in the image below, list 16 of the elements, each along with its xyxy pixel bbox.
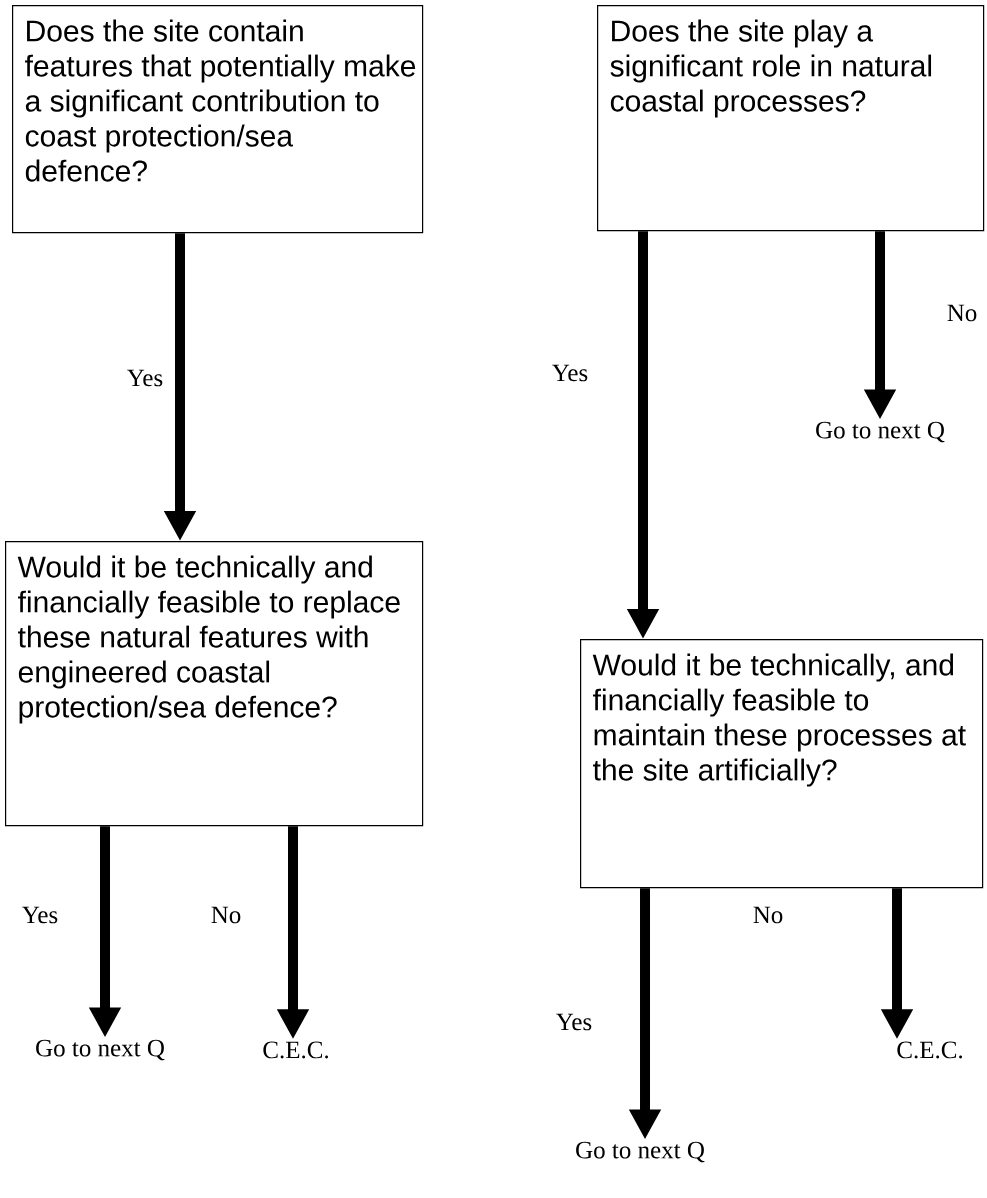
question-box: Does the site play a significant role in natural coastal processes?	[597, 5, 985, 232]
outcome-text: Go to next Q	[36, 1039, 165, 1061]
edge-label: Yes	[552, 364, 588, 382]
edge-label: No	[947, 304, 977, 322]
question-box: Does the site contain features that potentially make a significant contribution to coast protection/sea defence?	[12, 5, 424, 234]
question-box: Would it be technically and financially feasible to replace these natural features with engineered coastal protection/sea defence?	[5, 541, 424, 827]
edge-label: No	[753, 906, 783, 924]
edge-label: Yes	[556, 1013, 592, 1031]
outcome-text: Go to next Q	[816, 421, 945, 443]
edge-label: Yes	[22, 906, 58, 924]
edge-label: No	[211, 906, 241, 924]
outcome-text: Go to next Q	[576, 1141, 705, 1163]
outcome-text: C.E.C.	[897, 1041, 963, 1059]
outcome-text: C.E.C.	[263, 1041, 329, 1059]
question-box: Would it be technically, and financially feasible to maintain these processes at the site artificially?	[580, 639, 984, 889]
edge-label: Yes	[127, 369, 163, 387]
